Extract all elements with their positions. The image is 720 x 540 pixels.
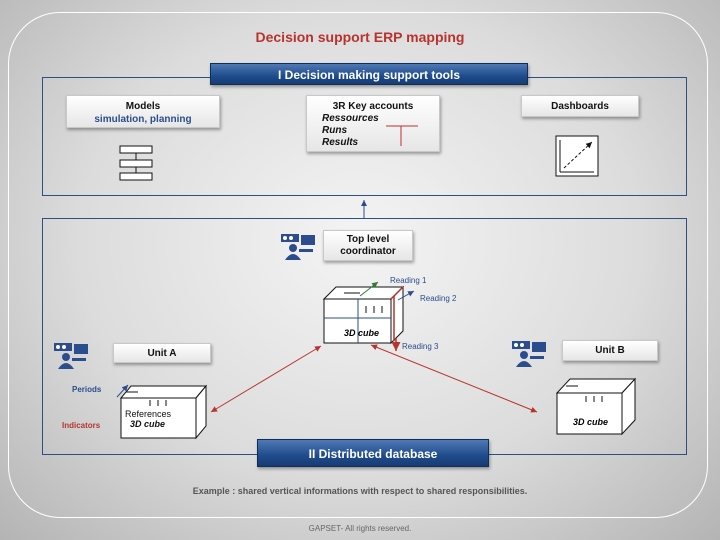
dashboards-card[interactable]: Dashboards — [521, 95, 639, 117]
keyaccounts-title: 3R Key accounts — [332, 101, 414, 112]
unit-a-cube-text: References 3D cube — [125, 409, 171, 429]
link-arrow-a — [210, 345, 322, 413]
unit-b-cube-label: 3D cube — [573, 417, 609, 427]
reading1-arrow — [359, 281, 379, 297]
coordinator-card[interactable]: Top level coordinator — [323, 230, 413, 261]
center-cube-icon — [322, 285, 405, 345]
user-computer-icon — [281, 234, 315, 260]
decision-tools-header: I Decision making support tools — [210, 63, 528, 85]
unit-a-card[interactable]: Unit A — [113, 343, 211, 363]
periods-label: Periods — [72, 385, 102, 394]
reading1-label: Reading 1 — [390, 276, 427, 285]
unit-a-cube-line2: 3D cube — [130, 419, 166, 429]
reading2-label: Reading 2 — [420, 294, 457, 303]
unit-b-cube-icon — [555, 377, 637, 436]
keyaccounts-item: Runs — [322, 125, 347, 136]
unit-b-label: Unit B — [595, 345, 625, 356]
t-chart-icon — [386, 125, 418, 146]
models-card[interactable]: Models simulation, planning — [66, 95, 220, 128]
chart-icon — [555, 135, 599, 177]
user-computer-icon — [512, 341, 546, 367]
stack-icon — [119, 145, 153, 181]
keyaccounts-item: Ressources — [322, 113, 379, 124]
page-title: Decision support ERP mapping — [255, 29, 465, 45]
keyaccounts-item: Results — [322, 137, 359, 148]
example-text: Example : shared vertical informations w… — [192, 486, 528, 496]
reading3-label: Reading 3 — [402, 342, 439, 351]
models-subtitle: simulation, planning — [94, 114, 192, 125]
copyright-text: GAPSET- All rights reserved. — [308, 524, 412, 533]
outer-frame — [8, 12, 708, 518]
unit-a-label: Unit A — [147, 348, 177, 359]
database-header: II Distributed database — [257, 439, 489, 467]
unit-a-cube-icon — [119, 384, 208, 440]
indicators-label: Indicators — [62, 421, 101, 430]
unit-b-card[interactable]: Unit B — [562, 340, 658, 361]
coordinator-line2: coordinator — [340, 246, 396, 257]
user-computer-icon — [54, 343, 88, 369]
unit-a-cube-line1: References — [125, 409, 172, 419]
coordinator-line1: Top level — [346, 234, 390, 245]
link-arrow-b — [370, 344, 538, 413]
models-title: Models — [125, 101, 161, 112]
periods-arrow — [116, 384, 129, 398]
reading2-arrow — [397, 290, 415, 301]
keyaccounts-card[interactable]: 3R Key accounts Ressources Runs Results — [306, 95, 440, 152]
dashboards-title: Dashboards — [551, 101, 609, 112]
center-cube-label: 3D cube — [344, 328, 380, 338]
